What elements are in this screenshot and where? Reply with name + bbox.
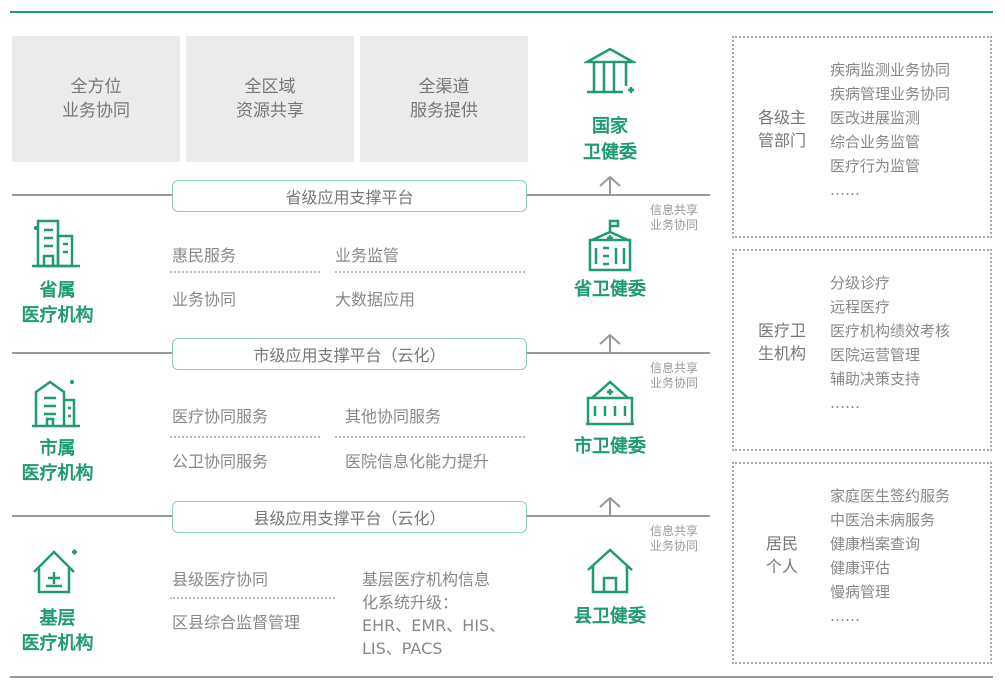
service-item: 业务协同 [172, 290, 237, 309]
province-hospitals-label: 省属 医疗机构 [21, 280, 94, 326]
list-item: 中医治未病服务 [830, 511, 936, 529]
list-item: 医改进展监测 [830, 109, 921, 127]
list-item: 辅助决策支持 [830, 370, 921, 388]
county-commission-label: 县卫健委 [574, 606, 646, 627]
top-rule [10, 11, 993, 13]
city-platform: 市级应用支撑平台（云化） [172, 338, 527, 370]
list-item: 医疗机构绩效考核 [830, 322, 951, 340]
province-platform: 省级应用支撑平台 [172, 180, 527, 212]
side-box-list: 疾病监测业务协同 疾病管理业务协同 医改进展监测 综合业务监管 医疗行为监管 …… [830, 58, 950, 202]
list-item: 疾病管理业务协同 [830, 85, 951, 103]
side-box-title: 居民 个人 [765, 534, 798, 576]
bottom-rule [10, 676, 993, 678]
list-item: 分级诊疗 [830, 274, 891, 292]
divider [170, 271, 320, 273]
divider [335, 271, 525, 273]
list-item: 综合业务监管 [830, 133, 921, 151]
county-house-icon [587, 548, 633, 594]
divider [170, 597, 335, 599]
divider [335, 436, 525, 438]
primary-care-label: 基层 医疗机构 [21, 608, 94, 654]
service-item: 公卫协同服务 [172, 452, 269, 471]
service-item: 其他协同服务 [345, 407, 442, 426]
service-item: 医疗协同服务 [172, 407, 269, 426]
city-health-building-icon [586, 380, 634, 426]
list-item: …… [830, 607, 860, 625]
service-item: 业务监管 [335, 246, 400, 265]
arrow-up-icon [599, 497, 621, 515]
sync-note: 信息共享 业务协同 [650, 203, 699, 232]
goal-box-services: 全渠道 服务提供 [360, 36, 528, 162]
divider [170, 436, 320, 438]
list-item: 家庭医生签约服务 [830, 487, 951, 505]
service-item: 县级医疗协同 [172, 570, 269, 589]
city-hospital-icon [32, 380, 80, 428]
side-box-institutions: 医疗卫 生机构 分级诊疗 远程医疗 医疗机构绩效考核 医院运营管理 辅助决策支持… [732, 249, 992, 451]
list-item: 疾病监测业务协同 [830, 61, 951, 79]
service-item: 区县综合监督管理 [172, 613, 301, 632]
arrow-up-icon [599, 176, 621, 194]
sync-note: 信息共享 业务协同 [650, 361, 699, 390]
list-item: 医疗行为监管 [830, 157, 921, 175]
provincial-commission-label: 省卫健委 [574, 279, 646, 300]
upgrade-text: 化系统升级： [362, 593, 459, 612]
side-box-list: 分级诊疗 远程医疗 医疗机构绩效考核 医院运营管理 辅助决策支持 …… [830, 271, 950, 415]
list-item: 远程医疗 [830, 298, 891, 316]
government-building-icon [584, 47, 636, 94]
side-box-authorities: 各级主 管部门 疾病监测业务协同 疾病管理业务协同 医改进展监测 综合业务监管 … [732, 36, 992, 238]
side-box-title: 各级主 管部门 [757, 108, 806, 150]
list-item: 医院运营管理 [830, 346, 921, 364]
goal-box-resources: 全区域 资源共享 [186, 36, 354, 162]
service-item: 大数据应用 [335, 290, 416, 309]
city-commission-label: 市卫健委 [574, 436, 646, 457]
upgrade-text: LIS、PACS [362, 639, 443, 658]
community-clinic-icon [33, 549, 77, 594]
city-hospitals-label: 市属 医疗机构 [21, 438, 94, 484]
service-item: 医院信息化能力提升 [345, 452, 490, 471]
list-item: …… [830, 394, 860, 412]
upgrade-text: 基层医疗机构信息 [362, 570, 491, 589]
side-box-title: 医疗卫 生机构 [757, 321, 806, 363]
arrow-up-icon [599, 334, 621, 352]
service-item: 惠民服务 [172, 246, 237, 265]
list-item: …… [830, 181, 860, 199]
county-platform: 县级应用支撑平台（云化） [172, 501, 527, 533]
side-box-residents: 居民 个人 家庭医生签约服务 中医治未病服务 健康档案查询 健康评估 慢病管理 … [732, 462, 992, 664]
sync-note: 信息共享 业务协同 [650, 524, 699, 553]
provincial-building-icon [588, 219, 632, 272]
list-item: 健康档案查询 [830, 535, 921, 553]
hospital-building-icon [32, 219, 80, 268]
side-box-list: 家庭医生签约服务 中医治未病服务 健康档案查询 健康评估 慢病管理 …… [830, 484, 950, 628]
list-item: 慢病管理 [830, 583, 891, 601]
goal-box-coordination: 全方位 业务协同 [12, 36, 180, 162]
national-commission-label: 国家 卫健委 [583, 116, 637, 163]
list-item: 健康评估 [830, 559, 891, 577]
upgrade-text: EHR、EMR、HIS、 [362, 616, 506, 635]
